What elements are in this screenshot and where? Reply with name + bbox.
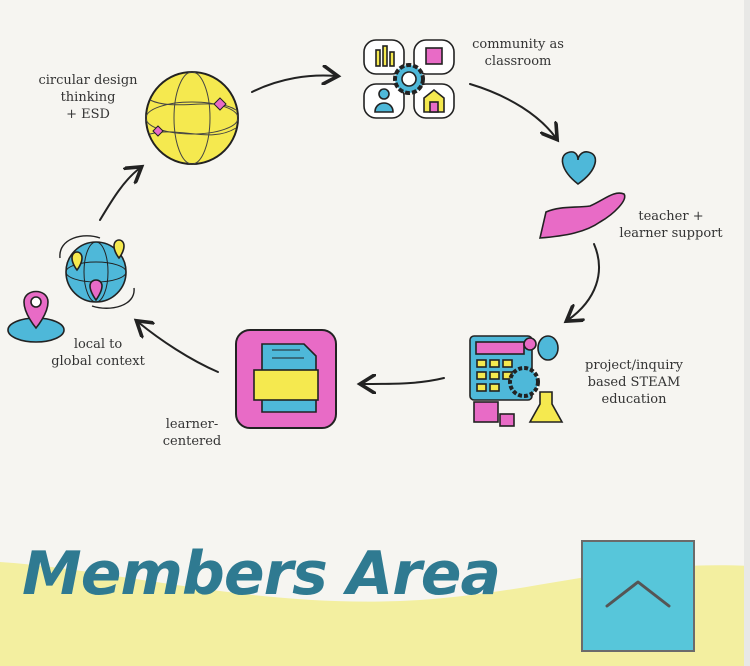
yellow-band [0,562,750,666]
community-gear-icon [363,39,455,119]
globe-icon [145,71,239,165]
arrow-local-to-circular [99,168,140,221]
edge-strip [744,0,750,666]
node-label-local-global: local to global context [51,337,145,369]
chevron-up-icon [605,580,671,608]
scroll-to-top-button[interactable] [581,540,695,652]
document-icon [235,329,337,429]
world-pin-icon [7,235,135,343]
arrow-learner-to-local [138,322,219,373]
heart-hand-icon [538,151,626,239]
arrow-support-to-steam [568,243,600,320]
arrow-steam-to-learner [362,378,445,384]
node-label-steam: project/inquiry based STEAM education [585,358,683,407]
arrow-community-to-support [469,83,556,138]
node-label-teacher-support: teacher + learner support [619,209,723,241]
steam-tools-icon [469,335,564,427]
members-area-title: Members Area [22,539,501,609]
arrow-circular-to-community [251,76,336,93]
node-label-learner-centered: learner- centered [162,417,222,449]
node-label-community: community as classroom [472,37,564,69]
node-label-circular-design: circular design thinking + ESD [38,73,138,122]
